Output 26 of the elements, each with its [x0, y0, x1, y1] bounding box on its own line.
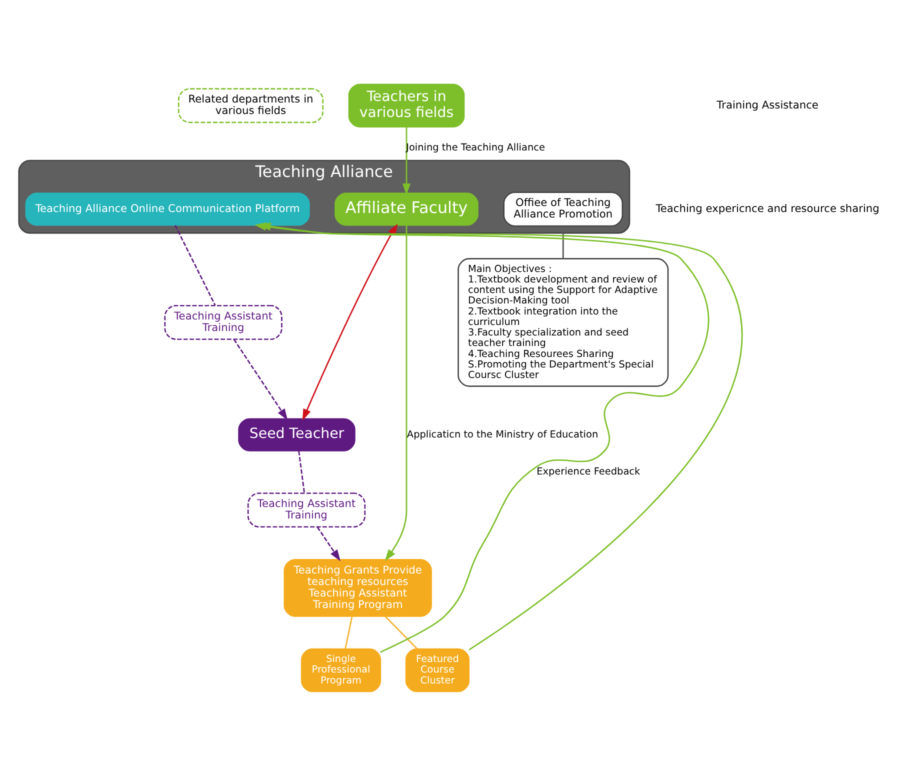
node-box: Related departments in various fields: [178, 88, 324, 124]
legend-label: Teaching expericnce and resource sharing: [656, 202, 880, 215]
edge-label: Applicaticn to the Ministry of Education: [406, 429, 598, 440]
node-box: Single Professional Program: [300, 648, 382, 692]
node-box: Offiee of Teaching Alliance Promotion: [503, 192, 624, 227]
connector: [562, 233, 564, 259]
arrow: [302, 224, 398, 421]
node-box: Featured Course Cluster: [405, 648, 470, 692]
node-box: Teaching Assistant Training: [164, 304, 282, 340]
connector: [174, 225, 216, 306]
connector: [344, 616, 353, 649]
arrow: [316, 526, 340, 562]
node-box: Teaching Alliance Online Communication Platform: [25, 192, 310, 226]
connector: [384, 616, 418, 650]
arrow: [402, 127, 411, 196]
legend-label: Training Assistance: [716, 98, 818, 112]
node-box: Teaching Grants Provide teaching resources Teaching Assistant Training Program: [284, 558, 432, 617]
arrow: [233, 339, 288, 420]
node-box: Main Objectives： 1.Textbook development and review of content using the Support for Adaptive Decision-Making tool 2.Textbook integration into the curriculum 3.Faculty specialization and seed teacher training 4.Teaching Resourees Sharing S.Promoting the Department's Special Coursc Cluster: [458, 258, 669, 387]
node-box: Teachers in various fields: [348, 84, 465, 128]
edge-label: Experience Feedback: [536, 466, 640, 478]
connector: [298, 450, 306, 494]
node-box: Teaching Assistant Training: [247, 492, 366, 528]
node-box: Seed Teacher: [238, 418, 356, 452]
arrow: [384, 225, 408, 561]
node-box: Affiliate Faculty: [334, 192, 478, 226]
